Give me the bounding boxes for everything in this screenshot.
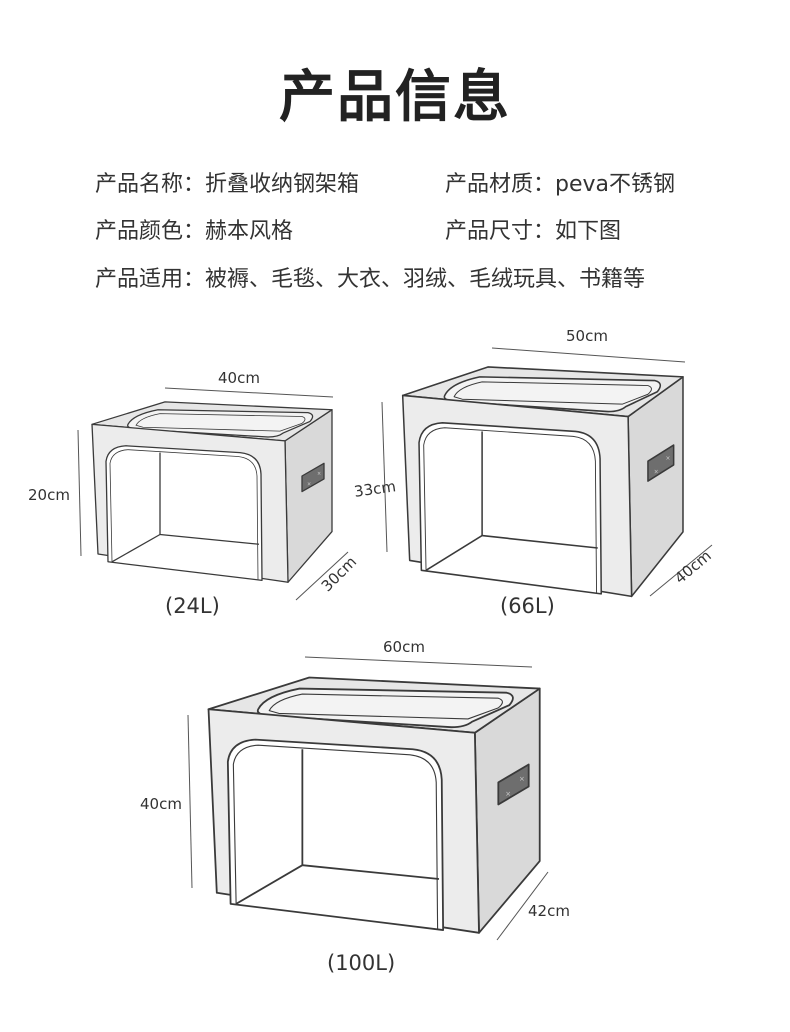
info-color: 产品颜色：赫本风格 bbox=[95, 219, 294, 244]
dim-line-100l-height bbox=[187, 714, 193, 889]
svg-text:×: × bbox=[665, 455, 670, 462]
box-opening bbox=[418, 421, 602, 595]
box-66l-width: 50cm bbox=[566, 327, 608, 345]
box-24l-capacity: (24L) bbox=[165, 594, 220, 618]
box-66l-capacity: (66L) bbox=[500, 594, 555, 618]
dim-line-24l-width bbox=[164, 387, 334, 398]
box-opening bbox=[226, 738, 445, 931]
dim-line-66l-height bbox=[381, 401, 388, 553]
dim-line-100l-depth bbox=[496, 871, 549, 941]
svg-text:×: × bbox=[307, 482, 311, 488]
dim-line-100l-width bbox=[304, 656, 533, 668]
box-100l-depth: 42cm bbox=[528, 902, 570, 920]
dim-line-66l-depth bbox=[649, 544, 713, 597]
handle-icon bbox=[301, 462, 325, 493]
svg-text:×: × bbox=[317, 471, 321, 477]
svg-text:×: × bbox=[519, 775, 525, 783]
box-24l-illustration: × × bbox=[91, 401, 333, 583]
box-100l-height: 40cm bbox=[140, 795, 182, 813]
handle-icon bbox=[647, 444, 675, 482]
box-100l-capacity: (100L) bbox=[327, 951, 396, 975]
info-material: 产品材质：peva不锈钢 bbox=[445, 172, 676, 197]
info-size: 产品尺寸：如下图 bbox=[445, 219, 622, 244]
svg-text:×: × bbox=[654, 468, 659, 475]
dim-line-24l-height bbox=[77, 429, 82, 557]
svg-text:×: × bbox=[505, 790, 511, 798]
box-opening bbox=[105, 445, 263, 581]
box-66l-illustration: × × bbox=[401, 366, 684, 598]
page-title: 产品信息 bbox=[279, 65, 511, 130]
box-24l-width: 40cm bbox=[218, 369, 260, 387]
handle-icon bbox=[497, 763, 530, 806]
info-usage: 产品适用：被褥、毛毯、大衣、羽绒、毛绒玩具、书籍等 bbox=[95, 267, 646, 292]
dim-line-24l-depth bbox=[295, 551, 349, 601]
box-100l-width: 60cm bbox=[383, 638, 425, 656]
box-24l-height: 20cm bbox=[28, 486, 70, 504]
box-100l-illustration: × × bbox=[207, 676, 541, 934]
dim-line-66l-width bbox=[491, 347, 686, 363]
info-name: 产品名称：折叠收纳钢架箱 bbox=[95, 172, 360, 197]
